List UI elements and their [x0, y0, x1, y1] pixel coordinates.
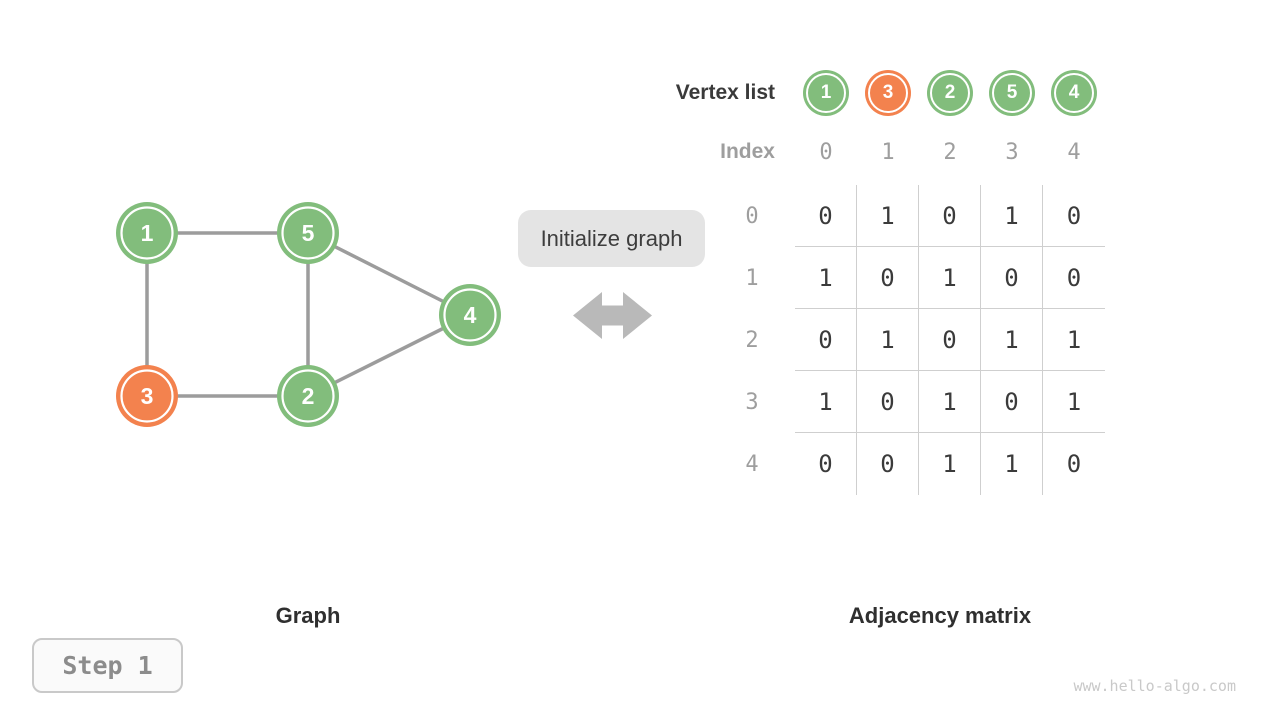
matrix-row-label-4: 4	[745, 451, 759, 477]
vertex-cell: 5	[981, 70, 1043, 116]
vertex-list-label: Vertex list	[675, 81, 775, 104]
index-value-4: 4	[1067, 139, 1081, 165]
graph-node-2: 2	[277, 365, 339, 427]
matrix-cell-r2c0: 0	[795, 309, 857, 371]
graph-node-5: 5	[277, 202, 339, 264]
vertex-circle-label: 3	[882, 82, 894, 103]
graph-node-1: 1	[116, 202, 178, 264]
matrix-cell-r3c2: 1	[919, 371, 981, 433]
matrix-cell-r4c0: 0	[795, 433, 857, 495]
matrix-cell-r0c0: 0	[795, 185, 857, 247]
watermark: www.hello-algo.com	[1073, 677, 1236, 695]
vertex-circle-5: 5	[989, 70, 1035, 116]
matrix-cell-r1c0: 1	[795, 247, 857, 309]
vertex-cell: 1	[795, 70, 857, 116]
graph-node-label: 4	[464, 302, 477, 328]
matrix-cell-r2c1: 1	[857, 309, 919, 371]
index-label: Index	[720, 140, 775, 163]
vertex-circle-label: 1	[820, 82, 832, 103]
index-value-1: 1	[881, 139, 895, 165]
vertex-circle-2: 2	[927, 70, 973, 116]
vertex-circle-label: 5	[1006, 82, 1018, 103]
matrix-cell-r1c2: 1	[919, 247, 981, 309]
vertex-circle-label: 4	[1068, 82, 1080, 103]
matrix-cell-r2c4: 1	[1043, 309, 1105, 371]
matrix-row-label-3: 3	[745, 389, 759, 415]
vertex-cell: 4	[1043, 70, 1105, 116]
graph-diagram: 1 5 4 3 2	[116, 202, 501, 427]
graph-node-label: 2	[302, 383, 315, 409]
adjacency-matrix-caption: Adjacency matrix	[848, 603, 1032, 628]
matrix-row-label-0: 0	[745, 203, 759, 229]
matrix-cell-r3c3: 0	[981, 371, 1043, 433]
matrix-cell-r2c2: 0	[919, 309, 981, 371]
matrix-cell-r3c4: 1	[1043, 371, 1105, 433]
vertex-list: 1 3 2 5 4	[795, 70, 1105, 116]
matrix-cell-r3c0: 1	[795, 371, 857, 433]
matrix-row-labels: 0 1 2 3 4	[727, 185, 777, 495]
vertex-cell: 3	[857, 70, 919, 116]
initialize-graph-label: Initialize graph	[518, 210, 705, 267]
initialize-graph-text: Initialize graph	[540, 225, 683, 251]
matrix-row-label-1: 1	[745, 265, 759, 291]
step-button-label: Step 1	[62, 651, 153, 680]
matrix-cell-r1c4: 0	[1043, 247, 1105, 309]
graph-node-3: 3	[116, 365, 178, 427]
vertex-circle-label: 2	[944, 82, 956, 103]
matrix-cell-r0c1: 1	[857, 185, 919, 247]
graph-edge-2-4	[307, 313, 471, 398]
matrix-cell-r3c1: 0	[857, 371, 919, 433]
graph-edge-5-4	[307, 231, 471, 317]
index-value-2: 2	[943, 139, 957, 165]
index-row: 0 1 2 3 4	[795, 137, 1105, 167]
graph-node-label: 1	[141, 220, 154, 246]
matrix-cell-r1c1: 0	[857, 247, 919, 309]
matrix-row-label-2: 2	[745, 327, 759, 353]
double-arrow-icon	[573, 292, 652, 339]
graph-node-4: 4	[439, 284, 501, 346]
vertex-circle-3: 3	[865, 70, 911, 116]
matrix-cell-r4c3: 1	[981, 433, 1043, 495]
matrix-cell-r4c4: 0	[1066, 450, 1082, 478]
matrix-cell-r1c3: 0	[981, 247, 1043, 309]
matrix-cell-r0c4: 0	[1043, 185, 1105, 247]
graph-caption: Graph	[275, 603, 341, 628]
matrix-cell-r4c1: 0	[857, 433, 919, 495]
matrix-cell-r4c2: 1	[919, 433, 981, 495]
index-value-3: 3	[1005, 139, 1019, 165]
graph-node-label: 5	[302, 220, 315, 246]
matrix-cell-r0c3: 1	[981, 185, 1043, 247]
matrix-cell-r0c2: 0	[919, 185, 981, 247]
vertex-circle-4: 4	[1051, 70, 1097, 116]
index-value-0: 0	[819, 139, 833, 165]
vertex-cell: 2	[919, 70, 981, 116]
graph-node-label: 3	[141, 383, 154, 409]
matrix-cell-r2c3: 1	[981, 309, 1043, 371]
step-button[interactable]: Step 1	[32, 638, 183, 693]
vertex-circle-1: 1	[803, 70, 849, 116]
